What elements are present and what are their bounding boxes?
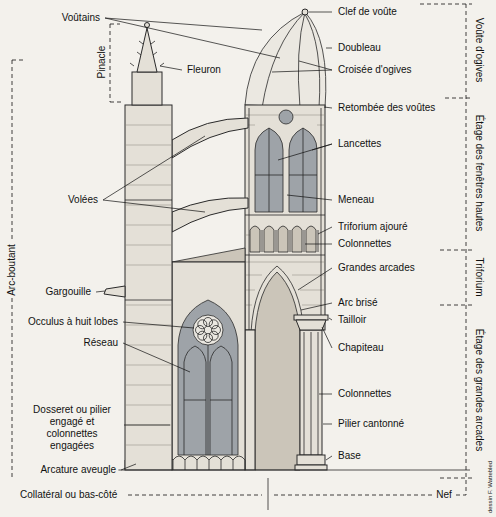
aisle-wall [172, 262, 245, 470]
leader-line [123, 322, 194, 328]
window-tracery [184, 345, 232, 455]
aisle-roof [172, 248, 245, 262]
finial [145, 23, 150, 28]
part-label: Voûtains [60, 12, 102, 24]
lobe [198, 320, 207, 329]
part-label: Croisée d'ogives [336, 64, 414, 76]
part-label: Clef de voûte [336, 6, 399, 18]
lobe [198, 331, 207, 340]
vault-web [245, 12, 326, 108]
floor-line [100, 470, 470, 471]
lobe [204, 318, 213, 327]
part-label: Dosseret ou pilier engagé et colonnettes… [22, 404, 122, 452]
part-label: Colonnettes [336, 238, 393, 250]
pier-base [297, 455, 325, 465]
leader-line [160, 66, 182, 70]
capital [296, 320, 326, 330]
part-label: Meneau [336, 194, 376, 206]
leader-line [272, 12, 332, 460]
part-label: Pinacle [96, 44, 108, 81]
lobe [209, 331, 218, 340]
part-label: Arc-boutant [6, 242, 18, 298]
part-label: Réseau [82, 337, 120, 349]
flying-buttress-lower [172, 198, 248, 232]
part-label: Retombée des voûtes [336, 102, 437, 114]
part-label: Tailloir [336, 314, 368, 326]
small-oculus [279, 110, 293, 124]
part-label: Colonnettes [336, 388, 393, 400]
leader-line [121, 464, 136, 470]
lobe [196, 326, 205, 335]
ogive-rib [262, 12, 305, 108]
divider-line [268, 478, 269, 510]
part-label: Lancettes [336, 138, 383, 150]
pier-masonry [125, 125, 172, 445]
level-bracket [420, 4, 472, 495]
part-label: Pilier cantonné [336, 418, 406, 430]
pinnacle-body [132, 72, 162, 105]
part-label: Volées [66, 194, 100, 206]
oculus [193, 315, 223, 345]
part-label: Arc brisé [336, 297, 379, 309]
level-label: Triforium [473, 255, 485, 298]
part-label: Triforium ajouré [336, 221, 410, 233]
pier-colonnettes [304, 332, 318, 455]
pinnacle-spire [137, 28, 157, 72]
part-label: Fleuron [185, 64, 223, 76]
masonry-joints [245, 115, 325, 305]
window-bars [255, 128, 317, 212]
part-label: Chapiteau [336, 342, 386, 354]
section-label: Nef [434, 489, 454, 501]
part-label: Gargouille [43, 286, 93, 298]
level-label: Étage des grandes arcades [473, 327, 485, 453]
part-label: Doubleau [336, 42, 383, 54]
ogive-rib [298, 12, 305, 108]
pier-setback [125, 200, 172, 300]
plinth [295, 465, 327, 470]
leader-line [96, 291, 105, 292]
aisle-window [178, 300, 238, 455]
gargoyle [104, 286, 125, 297]
lobe [212, 326, 221, 335]
part-label: Grandes arcades [336, 262, 417, 274]
oculus-lobes [196, 318, 221, 343]
part-label: Occulus à huit lobes [26, 316, 120, 328]
crockets [130, 41, 164, 66]
arcade-opening [255, 272, 300, 470]
abacus [294, 315, 328, 320]
leader-line [124, 425, 170, 426]
keystone [302, 9, 308, 15]
transverse-rib [305, 14, 320, 108]
string-course [245, 215, 325, 255]
leader-line [103, 136, 205, 212]
lobe [209, 320, 218, 329]
part-label: Base [336, 450, 363, 462]
level-label: Voûte d'ogives [473, 16, 485, 85]
section-label: Collatéral ou bas-côté [18, 489, 119, 501]
leader-line [105, 18, 280, 58]
engaged-pier [245, 330, 255, 470]
compound-pier [300, 330, 322, 455]
flying-buttress-upper [172, 118, 248, 158]
floor-bracket [128, 495, 466, 496]
leader-line [123, 343, 190, 372]
part-label: Arcature aveugle [38, 464, 118, 476]
pinnacle-bracket [110, 24, 124, 102]
buttress-pier [125, 105, 172, 470]
triforium-openings [250, 226, 316, 252]
triforium-colonnettes [262, 230, 318, 252]
pointed-arch-moulding [251, 266, 304, 332]
credit-text: dessin F. Wattebled [486, 459, 494, 515]
lobe [204, 334, 213, 343]
level-label: Étage des fenêtres hautes [473, 113, 485, 234]
